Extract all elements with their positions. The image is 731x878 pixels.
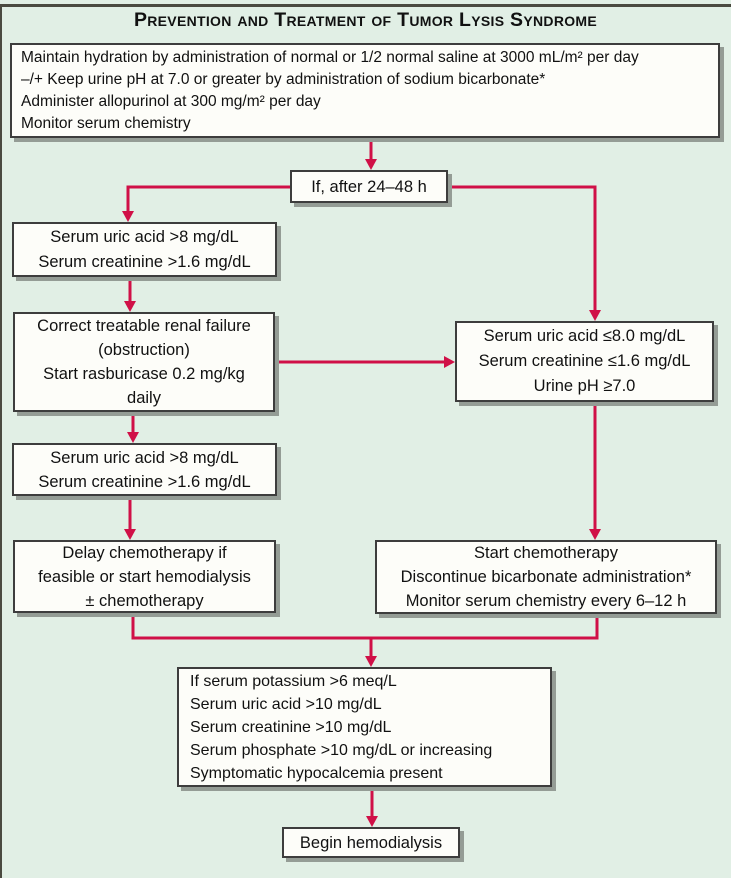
arrow-if-to-uric1 xyxy=(126,185,291,212)
box-normal-labs: Serum uric acid ≤8.0 mg/dL Serum creatin… xyxy=(455,321,714,402)
box-text-line: Maintain hydration by administration of … xyxy=(21,48,639,66)
box-correct-renal-failure: Correct treatable renal failure (obstruc… xyxy=(13,312,275,412)
arrowhead-top-to-if xyxy=(365,159,377,170)
box-text-line: If, after 24–48 h xyxy=(311,177,427,196)
box-text-line: Discontinue bicarbonate administration* xyxy=(400,568,692,586)
arrowhead-collector-to-severe xyxy=(365,656,377,667)
box-text-line: (obstruction) xyxy=(98,341,190,359)
arrowhead-correct-to-normal xyxy=(444,356,455,368)
box-text-line: Monitor serum chemistry xyxy=(21,114,191,132)
arrowhead-if-to-normal xyxy=(589,310,601,321)
box-uric-acid-high-2: Serum uric acid >8 mg/dL Serum creatinin… xyxy=(12,443,277,496)
box-text-line: Administer allopurinol at 300 mg/m² per … xyxy=(21,92,321,110)
arrowhead-normal-to-start xyxy=(589,529,601,540)
arrowhead-if-to-uric1 xyxy=(122,211,134,222)
box-text-line: Serum creatinine ≤1.6 mg/dL xyxy=(478,352,691,370)
box-text-line: Serum creatinine >1.6 mg/dL xyxy=(38,472,251,491)
box-text-line: Urine pH ≥7.0 xyxy=(533,377,636,395)
box-text-line: Symptomatic hypocalcemia present xyxy=(190,764,443,782)
box-text-line: Monitor serum chemistry every 6–12 h xyxy=(405,592,687,610)
box-uric-acid-high-1: Serum uric acid >8 mg/dL Serum creatinin… xyxy=(12,222,277,277)
box-hydration-protocol: Maintain hydration by administration of … xyxy=(10,43,720,138)
box-text-line: daily xyxy=(127,389,161,407)
arrowhead-uric1-to-correct xyxy=(124,301,136,312)
box-text-line: Start chemotherapy xyxy=(474,544,618,562)
box-text-line: Correct treatable renal failure xyxy=(37,317,251,335)
arrowhead-correct-to-uric2 xyxy=(127,432,139,443)
box-text-line: Serum uric acid >8 mg/dL xyxy=(50,227,239,246)
box-text-line: Serum creatinine >1.6 mg/dL xyxy=(38,252,251,271)
arrowhead-uric2-to-delay xyxy=(124,529,136,540)
box-text-line: feasible or start hemodialysis xyxy=(38,567,251,586)
box-text-line: ± chemotherapy xyxy=(85,591,204,610)
arrow-if-to-normal xyxy=(447,185,597,311)
box-text-line: Delay chemotherapy if xyxy=(62,543,227,562)
box-text-line: If serum potassium >6 meq/L xyxy=(190,672,397,690)
box-delay-chemotherapy: Delay chemotherapy if feasible or start … xyxy=(13,540,276,613)
box-start-chemotherapy: Start chemotherapy Discontinue bicarbona… xyxy=(375,540,717,614)
box-text-line: Serum phosphate >10 mg/dL or increasing xyxy=(190,741,493,759)
page-title: Prevention and Treatment of Tumor Lysis … xyxy=(133,9,598,31)
box-text-line: Serum creatinine >10 mg/dL xyxy=(190,718,392,736)
box-text-line: Serum uric acid >8 mg/dL xyxy=(50,448,239,467)
box-text-line: Start rasburicase 0.2 mg/kg xyxy=(43,365,245,383)
arrowhead-severe-to-hemo xyxy=(366,816,378,827)
box-if-after-24-48h: If, after 24–48 h xyxy=(290,170,448,203)
panel-top-rule xyxy=(0,4,731,7)
box-text-line: –/+ Keep urine pH at 7.0 or greater by a… xyxy=(21,70,546,88)
box-text-line: Serum uric acid ≤8.0 mg/dL xyxy=(483,327,686,345)
box-severe-criteria: If serum potassium >6 meq/L Serum uric a… xyxy=(177,667,552,787)
panel-left-rule xyxy=(0,4,2,878)
connector-collector xyxy=(131,612,599,640)
box-text-line: Begin hemodialysis xyxy=(299,833,443,852)
box-text-line: Serum uric acid >10 mg/dL xyxy=(190,695,382,713)
box-begin-hemodialysis: Begin hemodialysis xyxy=(282,827,460,858)
